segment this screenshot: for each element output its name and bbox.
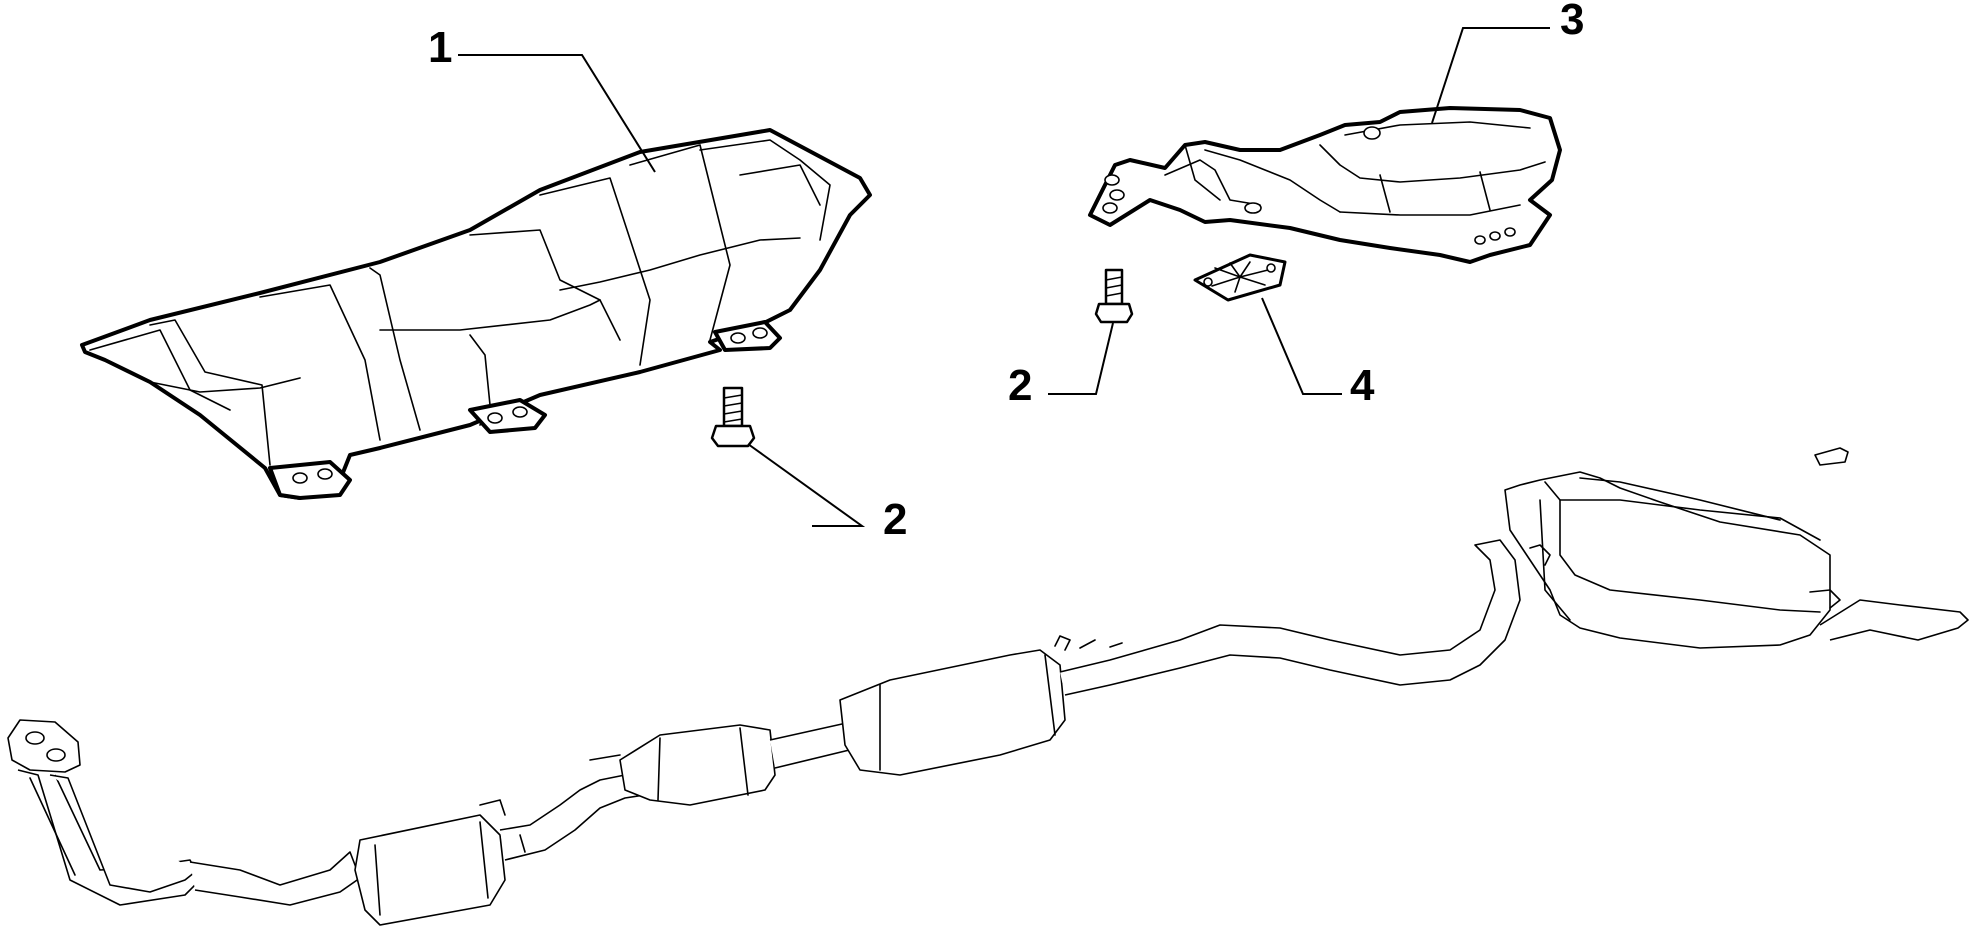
bolt-part-2-left bbox=[710, 386, 756, 448]
bolt-part-2-right bbox=[1094, 268, 1134, 324]
leader-lines bbox=[458, 27, 1550, 527]
gasket-part-4 bbox=[1193, 253, 1287, 302]
callout-3: 3 bbox=[1560, 0, 1584, 44]
leader-2b bbox=[1048, 322, 1114, 395]
exhaust-pipe-assembly bbox=[7, 447, 1969, 926]
callout-2-left: 2 bbox=[883, 495, 907, 544]
callout-1: 1 bbox=[428, 23, 452, 72]
leader-2a bbox=[747, 443, 866, 527]
heat-shield-part-3 bbox=[1088, 106, 1562, 264]
leader-1 bbox=[458, 54, 656, 173]
leader-4 bbox=[1261, 297, 1342, 395]
heat-shield-part-1 bbox=[80, 128, 872, 500]
leader-3 bbox=[1431, 27, 1550, 124]
callout-4: 4 bbox=[1350, 361, 1375, 410]
callout-labels: 1 2 3 2 4 bbox=[428, 0, 1584, 544]
callout-2-right: 2 bbox=[1008, 361, 1032, 410]
